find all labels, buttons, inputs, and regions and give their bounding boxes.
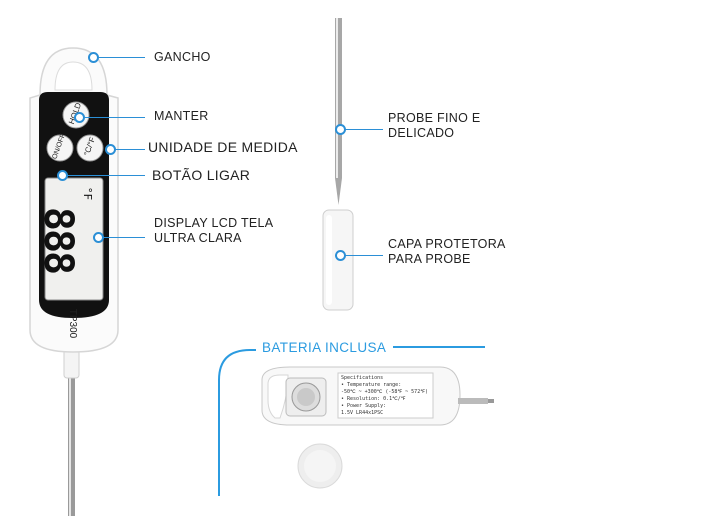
spec-line-2: -50℃ ~ +300℃ (-58℉ ~ 572℉) bbox=[341, 389, 428, 395]
callout-dot-display bbox=[93, 232, 104, 243]
label-bateria-inclusa: BATERIA INCLUSA bbox=[262, 340, 387, 355]
model-label: TP300 bbox=[67, 308, 79, 339]
callout-dot-manter bbox=[74, 112, 85, 123]
label-manter: MANTER bbox=[154, 109, 209, 123]
label-probe-1: PROBE FINO E bbox=[388, 111, 481, 125]
callout-line-probe bbox=[343, 129, 383, 130]
callout-dot-unidade bbox=[105, 144, 116, 155]
label-unidade: UNIDADE DE MEDIDA bbox=[148, 139, 298, 155]
spec-line-3: • Resolution: 0.1℃/℉ bbox=[341, 396, 406, 402]
label-gancho: GANCHO bbox=[154, 50, 211, 64]
lcd-digits: 888 bbox=[35, 206, 82, 274]
battery-frame bbox=[218, 349, 256, 496]
spec-line-4: • Power Supply: bbox=[341, 403, 387, 409]
callout-line-manter bbox=[80, 117, 145, 118]
label-capa-2: PARA PROBE bbox=[388, 252, 471, 266]
callout-dot-botao bbox=[57, 170, 68, 181]
callout-line-unidade bbox=[112, 149, 145, 150]
unit-button-shape bbox=[76, 134, 104, 162]
spec-line-1: • Temperature range: bbox=[341, 382, 402, 388]
spec-sticker bbox=[337, 372, 434, 419]
label-probe-2: DELICADO bbox=[388, 126, 455, 140]
spec-title: Specifications bbox=[341, 375, 384, 381]
label-botao-ligar: BOTÃO LIGAR bbox=[152, 167, 251, 183]
label-capa-1: CAPA PROTETORA bbox=[388, 237, 506, 251]
callout-line-botao bbox=[64, 175, 145, 176]
label-display-1: DISPLAY LCD TELA bbox=[154, 216, 274, 230]
callout-dot-capa bbox=[335, 250, 346, 261]
callout-line-gancho bbox=[95, 57, 145, 58]
spec-line-5: 1.5V LR44x1PSC bbox=[341, 410, 384, 416]
callout-dot-probe bbox=[335, 124, 346, 135]
hook-hole bbox=[54, 61, 93, 91]
probe-shaft bbox=[68, 372, 75, 516]
lcd-unit: °F bbox=[81, 186, 95, 201]
label-display-2: ULTRA CLARA bbox=[154, 231, 242, 245]
onoff-button-shape bbox=[46, 134, 74, 162]
callout-dot-gancho bbox=[88, 52, 99, 63]
callout-line-display bbox=[100, 237, 145, 238]
device-back bbox=[261, 366, 494, 426]
thin-probe bbox=[335, 18, 342, 178]
callout-line-capa bbox=[343, 255, 383, 256]
spec-sticker-text: Specifications • Temperature range: -50℃… bbox=[341, 375, 428, 417]
